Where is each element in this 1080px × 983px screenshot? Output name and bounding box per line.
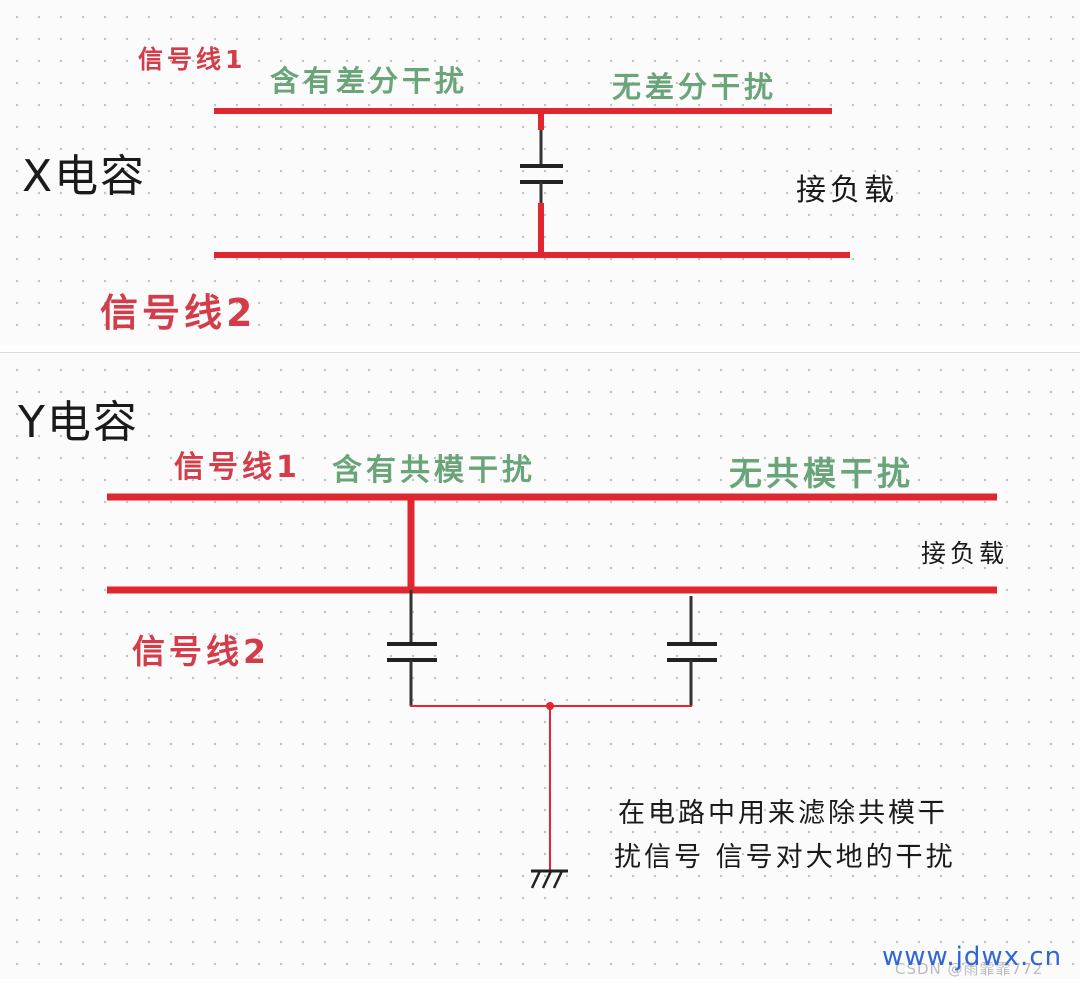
y-capacitor-title: Y电容	[18, 397, 139, 448]
y-signal-line-2-label: 信号线2	[132, 632, 270, 671]
y-interference-out-label: 无共模干扰	[729, 454, 914, 493]
x-circuit	[214, 108, 850, 258]
x-signal-line-1-label: 信号线1	[138, 45, 247, 74]
y-load-label: 接负载	[921, 539, 1009, 568]
ground-icon	[530, 869, 568, 889]
y-signal-line-1-label: 信号线1	[174, 450, 301, 485]
csdn-watermark: CSDN @雨霏霏772	[895, 960, 1044, 978]
x-capacitor-title: X电容	[22, 151, 147, 202]
y-note-line-1: 在电路中用来滤除共模干	[618, 798, 948, 829]
y-interference-in-label: 含有共模干扰	[332, 453, 536, 488]
x-capacitor-panel	[0, 0, 1080, 345]
x-interference-in-label: 含有差分干扰	[270, 64, 469, 98]
x-interference-out-label: 无差分干扰	[612, 70, 778, 104]
y-note-line-2: 扰信号 信号对大地的干扰	[614, 842, 956, 873]
site-watermark: www.jdwx.cn	[882, 942, 1063, 972]
x-signal-line-2-label: 信号线2	[100, 291, 257, 335]
y-capacitor-panel	[0, 352, 1080, 979]
y-circuit	[107, 493, 997, 889]
x-load-label: 接负载	[796, 173, 898, 208]
